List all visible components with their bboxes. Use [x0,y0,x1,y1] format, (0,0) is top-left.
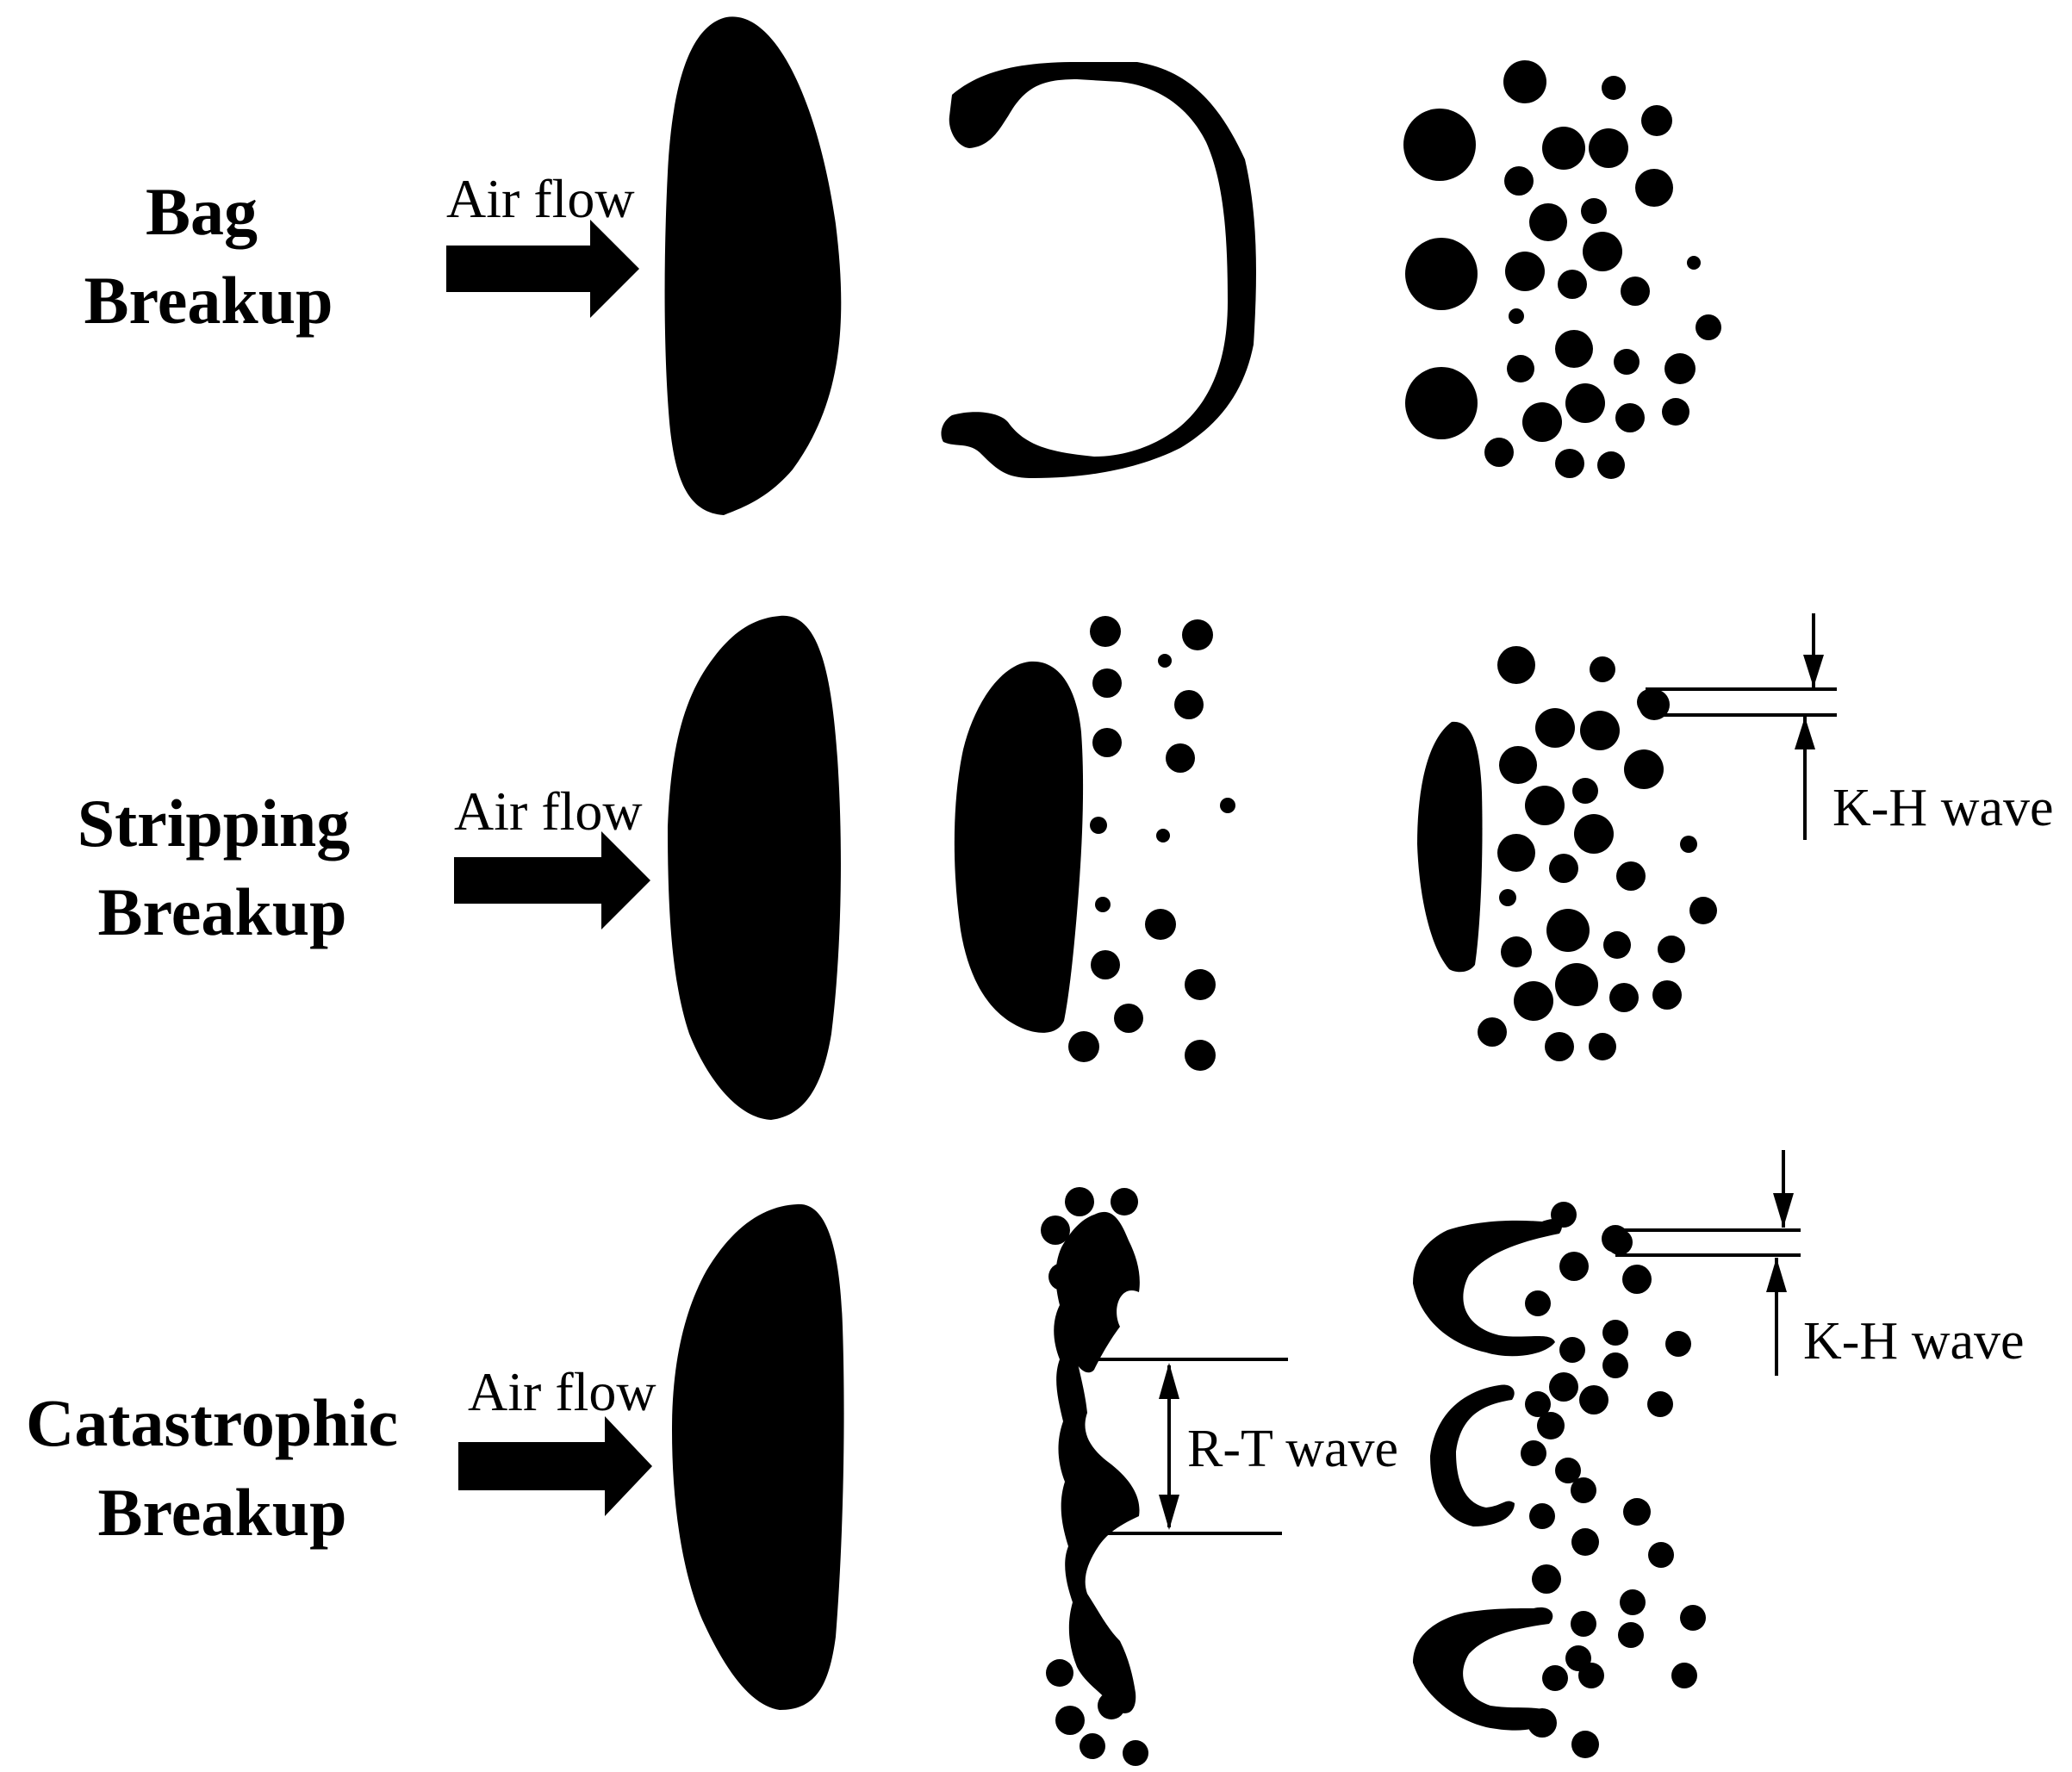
kh-wave-indicator [1646,613,1837,840]
row-title-line1: Catastrophic [26,1385,398,1460]
deformed-drop [664,16,842,515]
row-bag-breakup: Bag Breakup Air flow [84,16,1721,515]
curl-fragment-bottom [1413,1607,1553,1731]
arrow-down-icon [1773,1193,1794,1228]
air-flow-label: Air flow [454,780,643,842]
rt-wave-sheet [1054,1211,1140,1713]
kh-wave-label: K-H wave [1803,1312,2025,1371]
row-title-line2: Breakup [98,1475,347,1550]
row-stripping-breakup: Stripping Breakup Air flow [78,613,2054,1120]
air-flow-label: Air flow [446,168,635,229]
row-title-line1: Stripping [78,786,350,861]
rt-wave-label: R-T wave [1187,1420,1398,1478]
arrow-down-icon [1803,655,1824,687]
row-title-line2: Breakup [84,263,333,338]
kh-wave-crest-droplet [1637,689,1663,715]
deformed-drop [668,615,841,1120]
row-catastrophic-breakup: Catastrophic Breakup Air flow R-T wave [26,1150,2025,1766]
air-flow-arrow-icon [454,831,650,930]
arrow-up-icon [1159,1363,1179,1399]
row-title-line1: Bag [146,174,258,249]
deformed-drop [672,1203,844,1710]
arrow-up-icon [1766,1258,1787,1292]
kh-wave-indicator [1615,1150,1801,1376]
arrow-down-icon [1159,1495,1179,1530]
air-flow-label: Air flow [468,1361,656,1422]
air-flow-arrow-icon [446,220,639,318]
air-flow-arrow-icon [458,1416,652,1516]
rt-wave-droplets [1041,1187,1148,1766]
bag-shape [941,62,1256,478]
kh-wave-crest-droplet [1607,1229,1633,1255]
row-title-line2: Breakup [98,874,347,949]
arrow-up-icon [1795,717,1815,749]
curl-fragment-middle [1430,1384,1515,1526]
curl-fragment-top [1413,1219,1563,1357]
droplet-cloud [1403,60,1721,479]
thin-drop-core [1417,721,1483,973]
stripped-drop-core [954,661,1084,1033]
kh-droplets [1478,646,1717,1061]
kh-droplets [1521,1202,1706,1758]
kh-wave-label: K-H wave [1832,779,2054,837]
stripped-droplets [1068,616,1235,1071]
